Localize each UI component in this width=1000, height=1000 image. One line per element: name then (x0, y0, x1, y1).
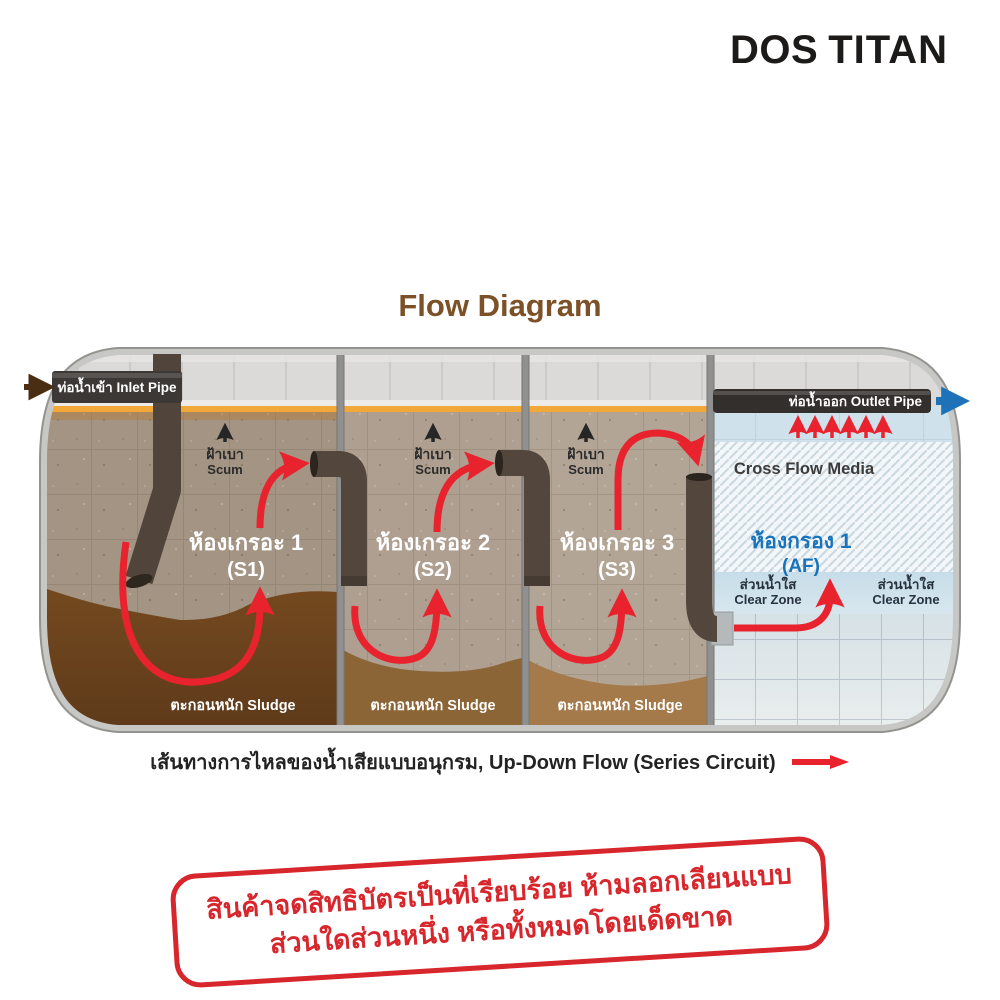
svg-text:ห้องกรอง 1: ห้องกรอง 1 (750, 529, 851, 553)
patent-stamp-wrap: สินค้าจดสิทธิบัตรเป็นที่เรียบร้อย ห้ามลอ… (0, 835, 1000, 989)
flow-arrow-filter (734, 578, 845, 632)
sludge-label-3: ตะกอนหนัก Sludge (557, 698, 682, 714)
svg-text:ห้องเกรอะ 2: ห้องเกรอะ 2 (376, 530, 491, 555)
filter-up-arrows (788, 414, 893, 438)
flow-arrow-chamber2-up (433, 451, 495, 533)
cross-flow-media-label: Cross Flow Media (734, 460, 875, 478)
flow-arrows (119, 429, 845, 686)
svg-text:ห้องเกรอะ 3: ห้องเกรอะ 3 (560, 530, 675, 555)
scum-label-1: ฝ้าเบา Scum (206, 422, 244, 477)
flow-arrow-chamber3-over (614, 429, 706, 530)
svg-text:ห้องเกรอะ 1: ห้องเกรอะ 1 (189, 530, 304, 555)
flow-arrow-chamber2-down (351, 588, 452, 664)
svg-text:Scum: Scum (207, 462, 242, 477)
svg-text:(S2): (S2) (414, 559, 452, 581)
patent-stamp: สินค้าจดสิทธิบัตรเป็นที่เรียบร้อย ห้ามลอ… (168, 835, 832, 989)
svg-text:Scum: Scum (568, 462, 603, 477)
headspace-highlight (44, 352, 956, 362)
filter-media-hatch (713, 442, 956, 572)
inlet-pipe: ท่อน้ำเข้า Inlet Pipe (52, 354, 182, 589)
transfer-pipe-1 (310, 451, 367, 586)
svg-text:(S1): (S1) (227, 559, 265, 581)
sludge-label-2: ตะกอนหนัก Sludge (370, 698, 495, 714)
chamber-3-label: ห้องเกรอะ 3 (S3) (560, 530, 675, 581)
scum-waterline (44, 406, 713, 412)
transfer-pipe-3 (686, 473, 734, 646)
waterline-light-strip (44, 400, 713, 406)
flow-arrow-chamber1-down (119, 541, 275, 686)
legend-arrow-icon (791, 755, 849, 769)
svg-text:ส่วนน้ำใส: ส่วนน้ำใส (740, 574, 797, 592)
flow-arrow-chamber3-down (536, 588, 637, 664)
svg-text:(S3): (S3) (598, 559, 636, 581)
sludge-1 (44, 588, 337, 728)
sludge-2 (343, 650, 522, 728)
outlet-pipe: ท่อน้ำออก Outlet Pipe (713, 389, 931, 413)
scum-label-3: ฝ้าเบา Scum (567, 422, 605, 477)
inlet-pipe-label: ท่อน้ำเข้า Inlet Pipe (57, 377, 176, 395)
svg-text:ฝ้าเบา: ฝ้าเบา (206, 446, 244, 462)
chamber-2-label: ห้องเกรอะ 2 (S2) (376, 530, 491, 581)
svg-text:ฝ้าเบา: ฝ้าเบา (414, 446, 452, 462)
flow-legend-caption: เส้นทางการไหลของน้ำเสียแบบอนุกรม, Up-Dow… (150, 752, 776, 774)
svg-text:ฝ้าเบา: ฝ้าเบา (567, 446, 605, 462)
clear-zone-label-right: ส่วนน้ำใส Clear Zone (872, 574, 939, 607)
outlet-pipe-label: ท่อน้ำออก Outlet Pipe (789, 391, 923, 409)
flow-legend: เส้นทางการไหลของน้ำเสียแบบอนุกรม, Up-Dow… (0, 746, 1000, 778)
sludge-3 (528, 660, 707, 728)
transfer-pipe-2 (495, 450, 550, 586)
scum-label-2: ฝ้าเบา Scum (414, 422, 452, 477)
filter-bottom-grid (713, 614, 956, 728)
clear-zone-label-left: ส่วนน้ำใส Clear Zone (734, 574, 801, 607)
svg-text:ส่วนน้ำใส: ส่วนน้ำใส (878, 574, 935, 592)
svg-text:Clear Zone: Clear Zone (734, 592, 801, 607)
flow-arrow-chamber1-up (256, 451, 310, 529)
svg-text:(AF): (AF) (782, 556, 820, 577)
sludge-label-1: ตะกอนหนัก Sludge (170, 698, 295, 714)
chamber-1-label: ห้องเกรอะ 1 (S1) (189, 530, 304, 581)
brand-dos: DOS (730, 28, 819, 72)
svg-text:Scum: Scum (415, 462, 450, 477)
scum-layer-chamber1 (44, 412, 337, 420)
tank-interior (44, 352, 956, 728)
figure-title: Flow Diagram (398, 288, 602, 323)
filter-chamber-label: ห้องกรอง 1 (AF) (750, 529, 851, 577)
brand-titan: TITAN (828, 28, 948, 72)
svg-text:Clear Zone: Clear Zone (872, 592, 939, 607)
